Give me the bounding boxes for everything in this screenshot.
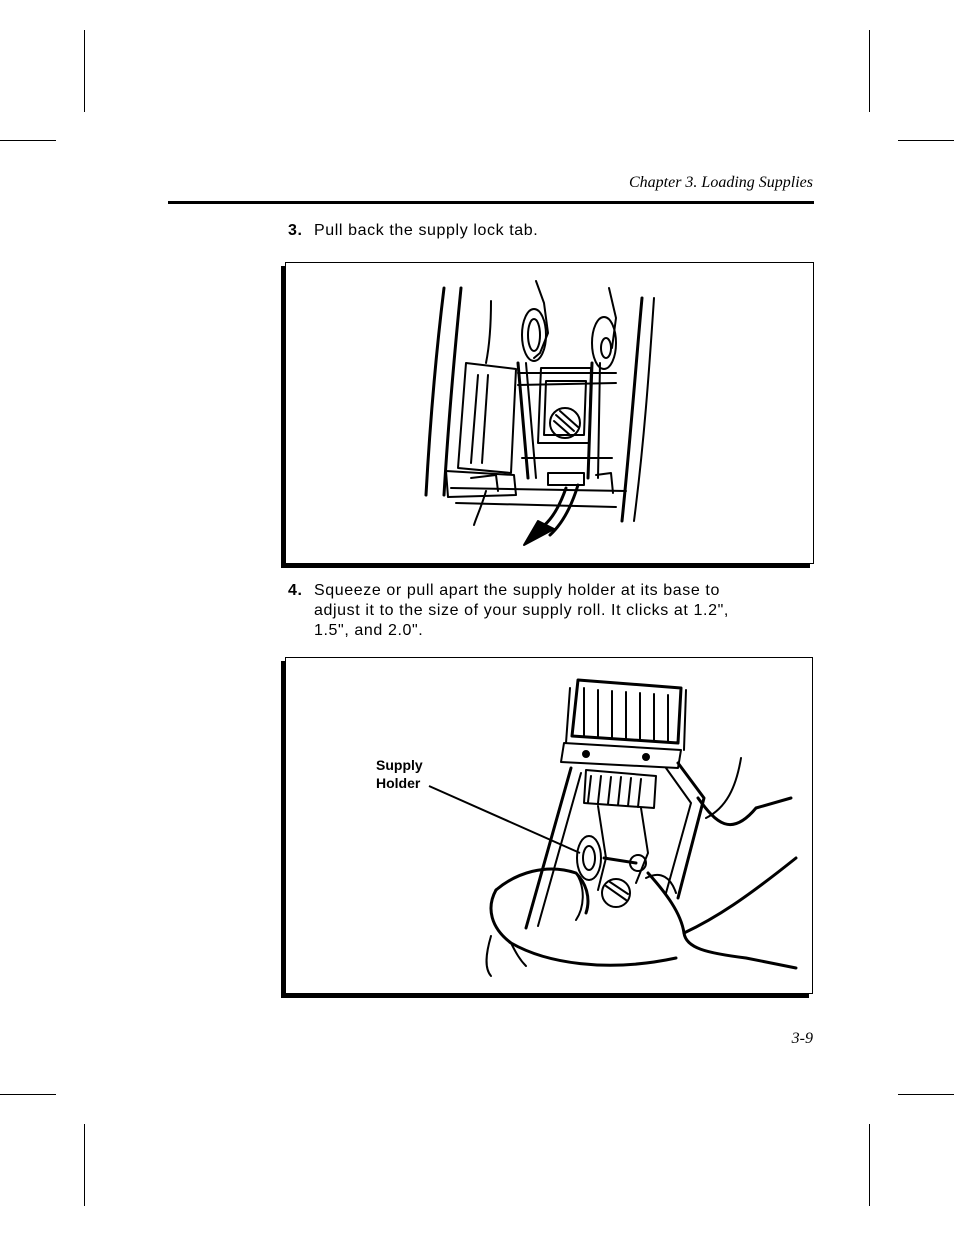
- crop-mark-top-right-horizontal: [898, 140, 954, 141]
- crop-mark-top-left-horizontal: [0, 140, 56, 141]
- step-text-line: 1.5", and 2.0".: [314, 622, 424, 639]
- chapter-title: Chapter 3. Loading Supplies: [628, 174, 813, 191]
- crop-mark-bottom-left-vertical: [84, 1124, 85, 1206]
- printer-illustration: [424, 280, 655, 546]
- callout-line: Supply: [376, 757, 423, 773]
- crop-mark-top-right-vertical: [869, 30, 870, 112]
- crop-mark-bottom-right-horizontal: [898, 1094, 954, 1095]
- callout-line: Holder: [376, 775, 421, 791]
- crop-mark-bottom-right-vertical: [869, 1124, 870, 1206]
- crop-mark-bottom-left-horizontal: [0, 1094, 56, 1095]
- figure-supply-holder: Supply Holder: [285, 657, 813, 994]
- step-text-line: Squeeze or pull apart the supply holder …: [314, 582, 720, 599]
- figure-supply-lock-tab: [285, 262, 814, 564]
- crop-mark-top-left-vertical: [84, 30, 85, 112]
- step-number: 3.: [288, 222, 303, 239]
- step-text-line: Pull back the supply lock tab.: [314, 222, 539, 239]
- header-rule: [168, 201, 814, 204]
- step-text-line: adjust it to the size of your supply rol…: [314, 602, 729, 619]
- step-number: 4.: [288, 582, 303, 599]
- supply-holder-callout: Supply Holder: [376, 756, 423, 792]
- page-number: 3-9: [791, 1030, 813, 1047]
- hands-printer-illustration: [485, 678, 798, 977]
